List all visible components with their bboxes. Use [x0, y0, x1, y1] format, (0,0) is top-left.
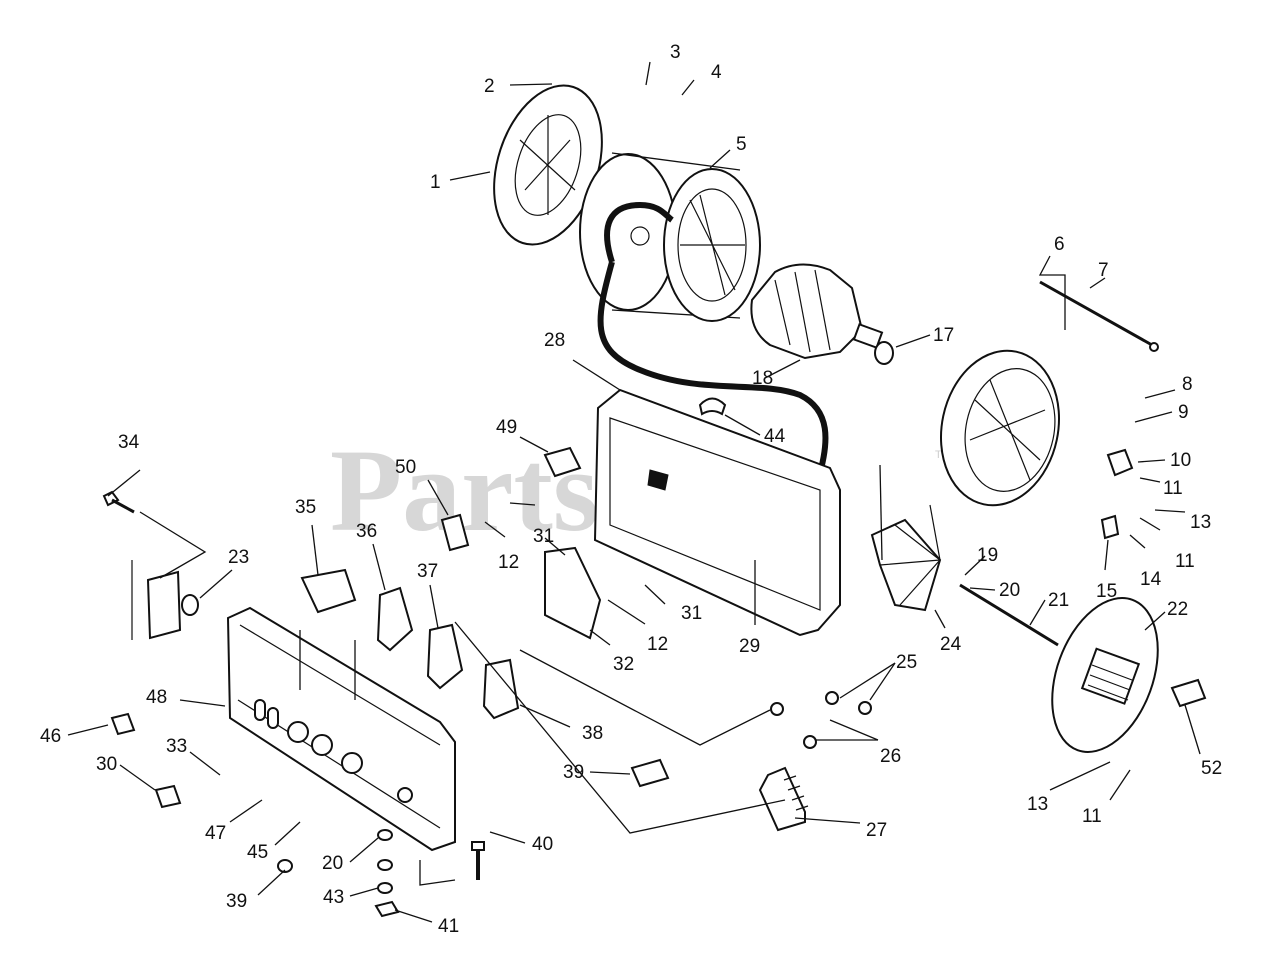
- callout-27: 27: [866, 820, 887, 841]
- part-30-switch: [154, 784, 182, 809]
- callout-44: 44: [764, 426, 786, 447]
- callout-45: 45: [247, 842, 268, 863]
- part-27-rectifier: [758, 766, 809, 832]
- part-40-bolt: [471, 841, 485, 880]
- callout-7: 7: [1098, 260, 1109, 281]
- part-17-bearing: [874, 341, 894, 365]
- part-44-clip: [698, 397, 727, 416]
- part-hardware-stack: [277, 829, 400, 918]
- callout-17: 17: [933, 325, 954, 346]
- callout-36: 36: [356, 521, 377, 542]
- callout-50: 50: [395, 457, 416, 478]
- callout-41: 41: [438, 916, 459, 937]
- callout-23: 23: [228, 547, 249, 568]
- callout-9: 9: [1178, 402, 1189, 423]
- part-36-receptacle: [376, 586, 414, 652]
- callout-34: 34: [118, 432, 140, 453]
- callout-22: 22: [1167, 599, 1188, 620]
- callout-48: 48: [146, 687, 167, 708]
- callout-1: 1: [430, 172, 441, 193]
- leader-lines: [67, 61, 1201, 923]
- part-28-control-box: [593, 388, 841, 637]
- callout-3: 3: [670, 42, 681, 63]
- callout-13-b: 13: [1027, 794, 1048, 815]
- part-front-end-bell: [939, 349, 1061, 507]
- callout-37: 37: [417, 561, 438, 582]
- part-35-receptacle: [300, 568, 357, 614]
- callout-21: 21: [1048, 590, 1069, 611]
- part-10-brush-holder: [1106, 448, 1134, 477]
- callout-39-b: 39: [226, 891, 247, 912]
- callout-32: 32: [613, 654, 634, 675]
- callout-49: 49: [496, 417, 517, 438]
- callout-35: 35: [295, 497, 316, 518]
- callout-11-b: 11: [1175, 551, 1195, 572]
- part-18-rotor: [750, 263, 884, 360]
- part-34-bolt: [102, 490, 135, 514]
- part-23-grommet: [181, 594, 199, 616]
- part-22-fan-cover: [1051, 597, 1159, 753]
- callout-5: 5: [736, 134, 747, 155]
- part-50-plate: [440, 513, 470, 552]
- part-49-bracket: [543, 446, 582, 478]
- callout-39-a: 39: [563, 762, 584, 783]
- callout-47: 47: [205, 823, 226, 844]
- callout-24: 24: [940, 634, 962, 655]
- callout-13-a: 13: [1190, 512, 1211, 533]
- callout-28: 28: [544, 330, 565, 351]
- callout-11-c: 11: [1082, 806, 1102, 827]
- callout-14: 14: [1140, 569, 1162, 590]
- callout-15: 15: [1096, 581, 1117, 602]
- callout-12-b: 12: [647, 634, 668, 655]
- part-1-rear-bearing-carrier: [493, 84, 603, 246]
- callout-26: 26: [880, 746, 901, 767]
- callout-52: 52: [1201, 758, 1222, 779]
- callout-31-b: 31: [681, 603, 702, 624]
- part-5-stator-housing: [579, 152, 761, 322]
- part-7-through-bolt: [1039, 280, 1159, 352]
- part-24-fan: [870, 504, 942, 612]
- part-32-plate: [544, 546, 602, 640]
- part-25-26-nuts: [770, 691, 872, 749]
- callout-33: 33: [166, 736, 187, 757]
- callout-30: 30: [96, 754, 117, 775]
- callout-labels: 1 2 3 4 5 6 7 8 9 10 11 11 11 12 12 13 1…: [40, 42, 1222, 937]
- callout-25: 25: [896, 652, 917, 673]
- callout-31-a: 31: [533, 526, 554, 547]
- callout-2: 2: [484, 76, 495, 97]
- callout-20-a: 20: [999, 580, 1020, 601]
- callout-20-b: 20: [322, 853, 343, 874]
- callout-6: 6: [1054, 234, 1065, 255]
- callout-11-a: 11: [1163, 478, 1183, 499]
- callout-38: 38: [582, 723, 603, 744]
- callout-10: 10: [1170, 450, 1191, 471]
- callout-29: 29: [739, 636, 760, 657]
- callout-43: 43: [323, 887, 344, 908]
- part-15-terminal: [1100, 514, 1120, 540]
- callout-46: 46: [40, 726, 61, 747]
- callout-4: 4: [711, 62, 722, 83]
- callout-12-a: 12: [498, 552, 519, 573]
- part-39-switch: [630, 758, 670, 788]
- part-48-front-panel: [226, 606, 456, 852]
- part-21-rod: [959, 583, 1059, 647]
- callout-40: 40: [532, 834, 553, 855]
- part-38-receptacle: [482, 658, 520, 720]
- part-37-receptacle: [426, 623, 464, 690]
- callout-8: 8: [1182, 374, 1193, 395]
- callout-18: 18: [752, 368, 773, 389]
- part-52-label: [1170, 678, 1207, 708]
- callout-19: 19: [977, 545, 998, 566]
- part-46-switch: [110, 712, 136, 736]
- part-bracket-left: [131, 560, 182, 640]
